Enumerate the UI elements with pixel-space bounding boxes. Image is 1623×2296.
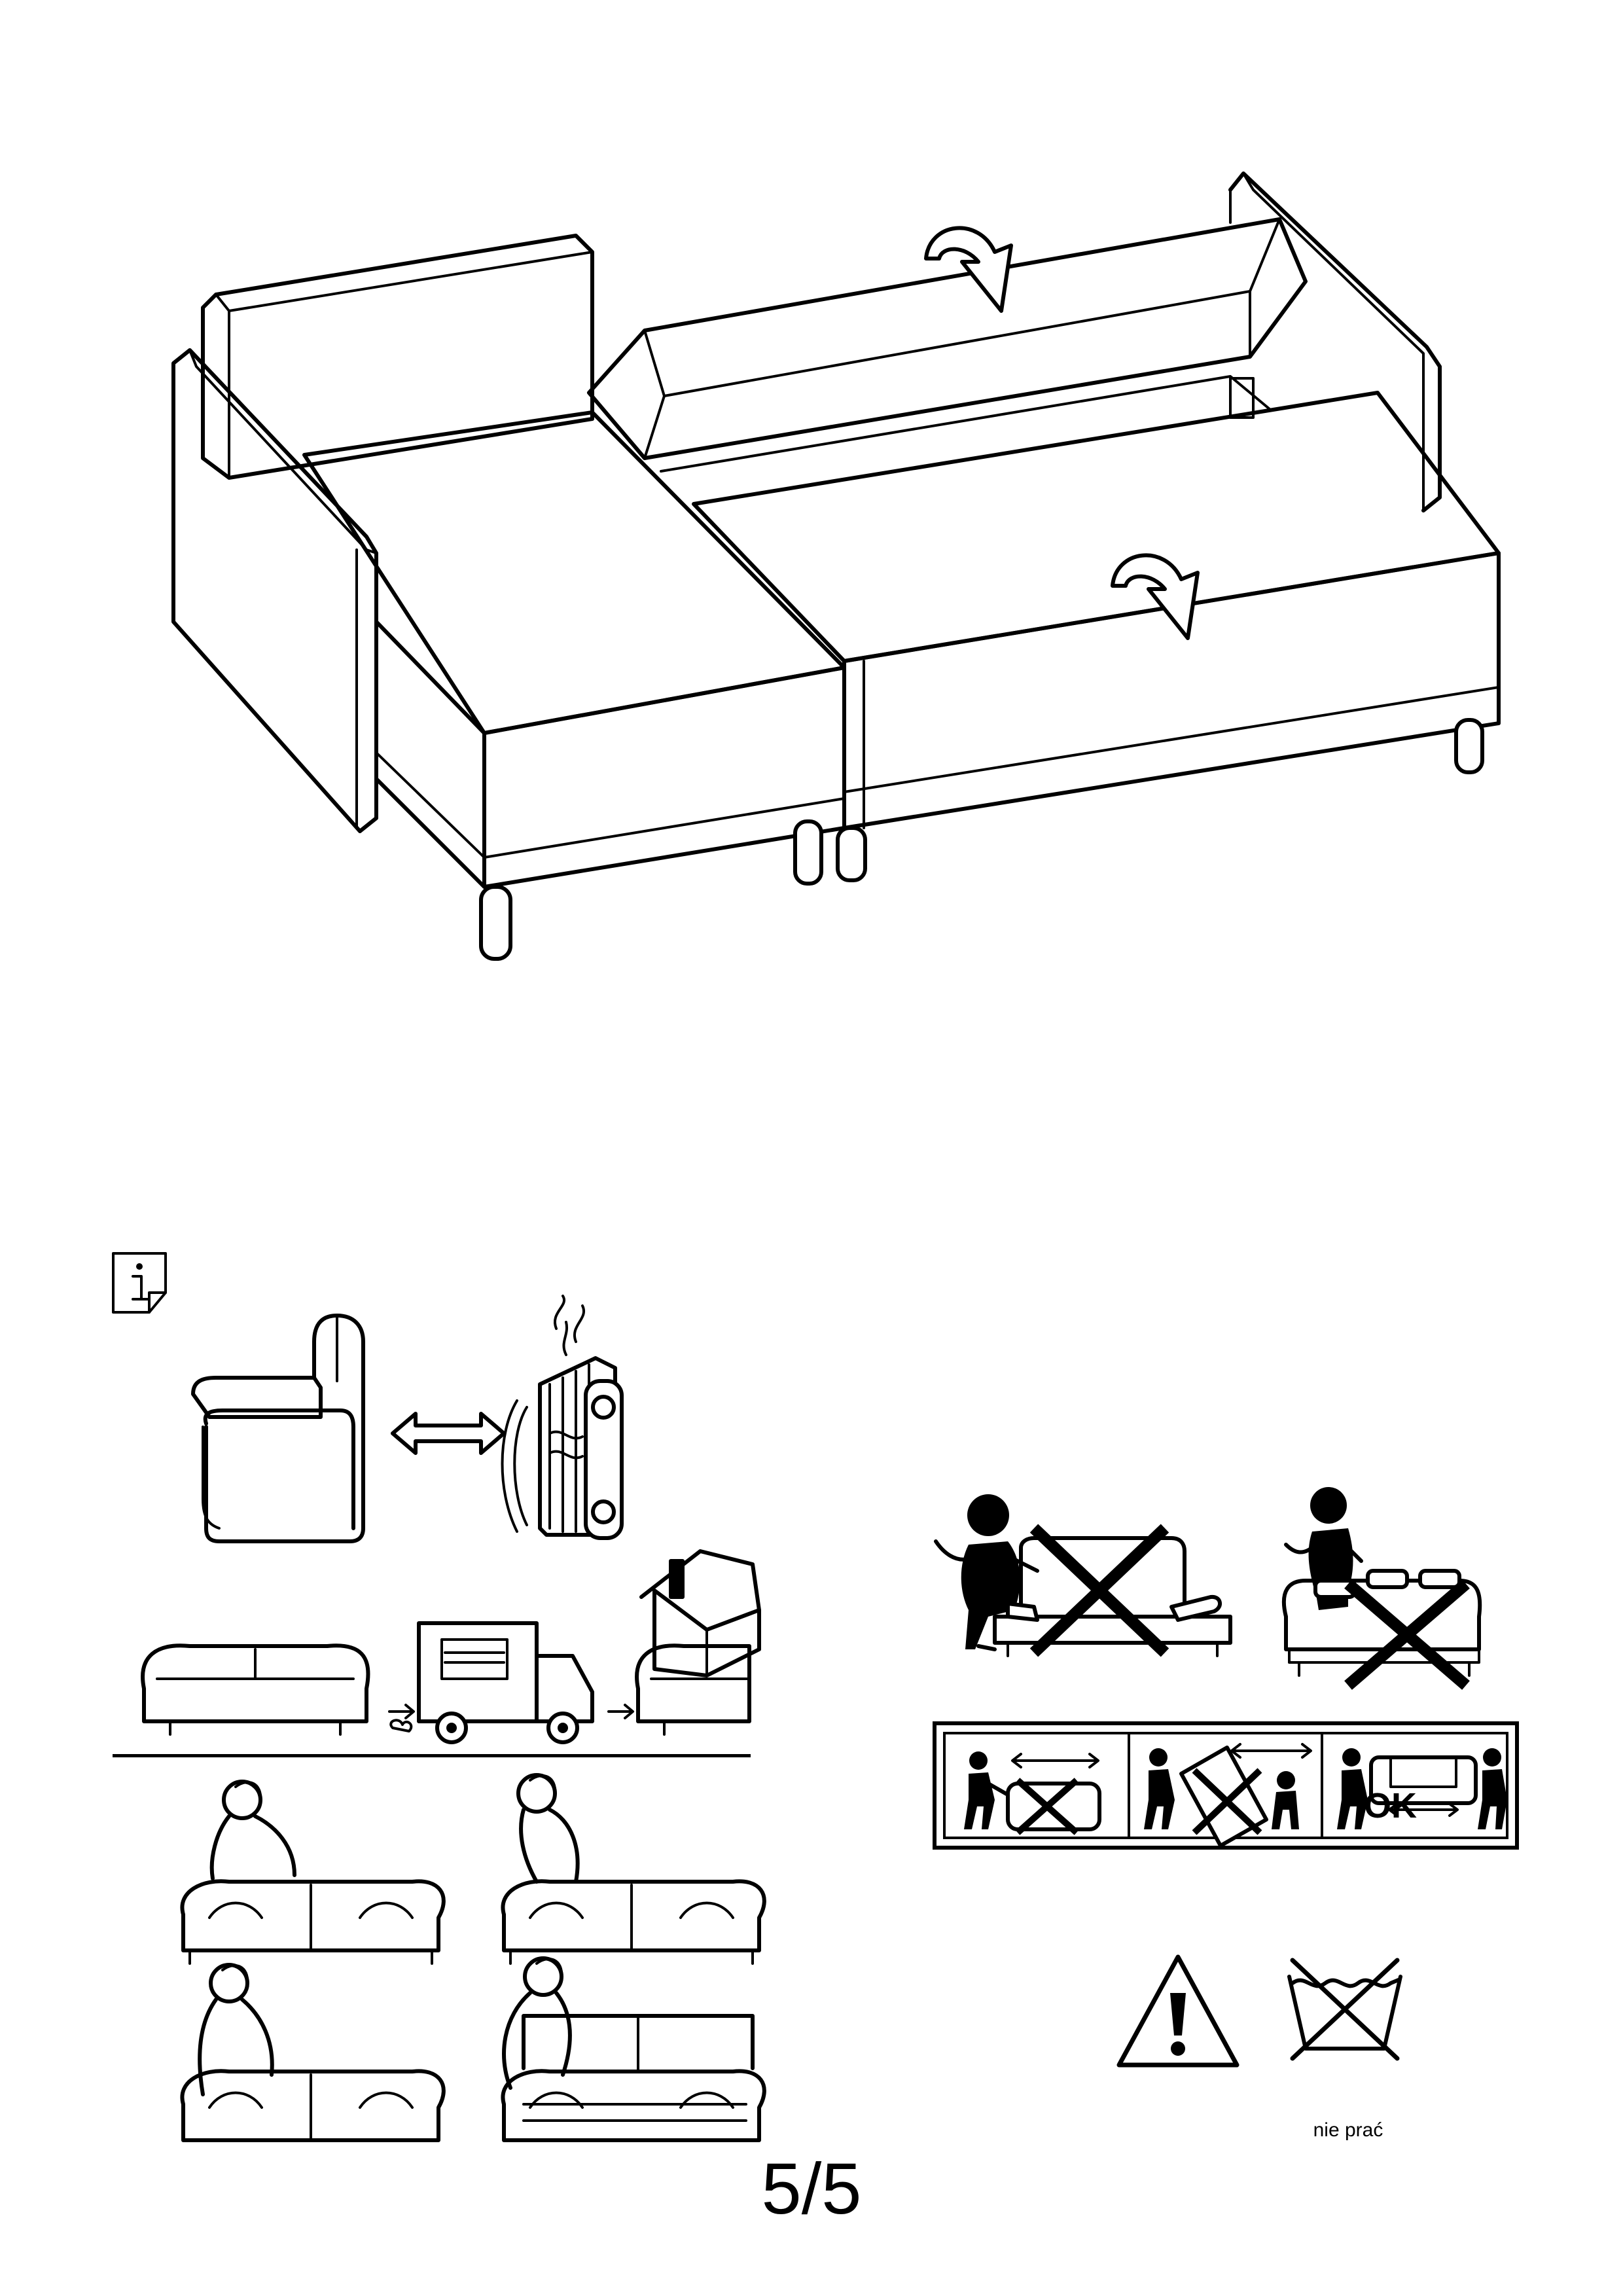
transport-acclimatize-illustration (141, 1549, 761, 1744)
page-number: 5/5 (761, 2149, 862, 2229)
heater-distance-illustration (191, 1295, 624, 1543)
ok-label: OK (1364, 1786, 1417, 1825)
section-divider (113, 1754, 751, 1757)
cover-fitting-illustration (180, 1773, 766, 2142)
no-wash-caption: nie prać (1313, 2119, 1383, 2141)
no-sitting-on-armrest-illustration (934, 1487, 1482, 1690)
do-not-wash-icon (1287, 1958, 1402, 2061)
info-icon (112, 1252, 167, 1314)
warning-triangle-icon (1116, 1954, 1240, 2068)
sofa-storage-illustration (171, 171, 1501, 961)
handling-instructions-panel (933, 1721, 1519, 1850)
